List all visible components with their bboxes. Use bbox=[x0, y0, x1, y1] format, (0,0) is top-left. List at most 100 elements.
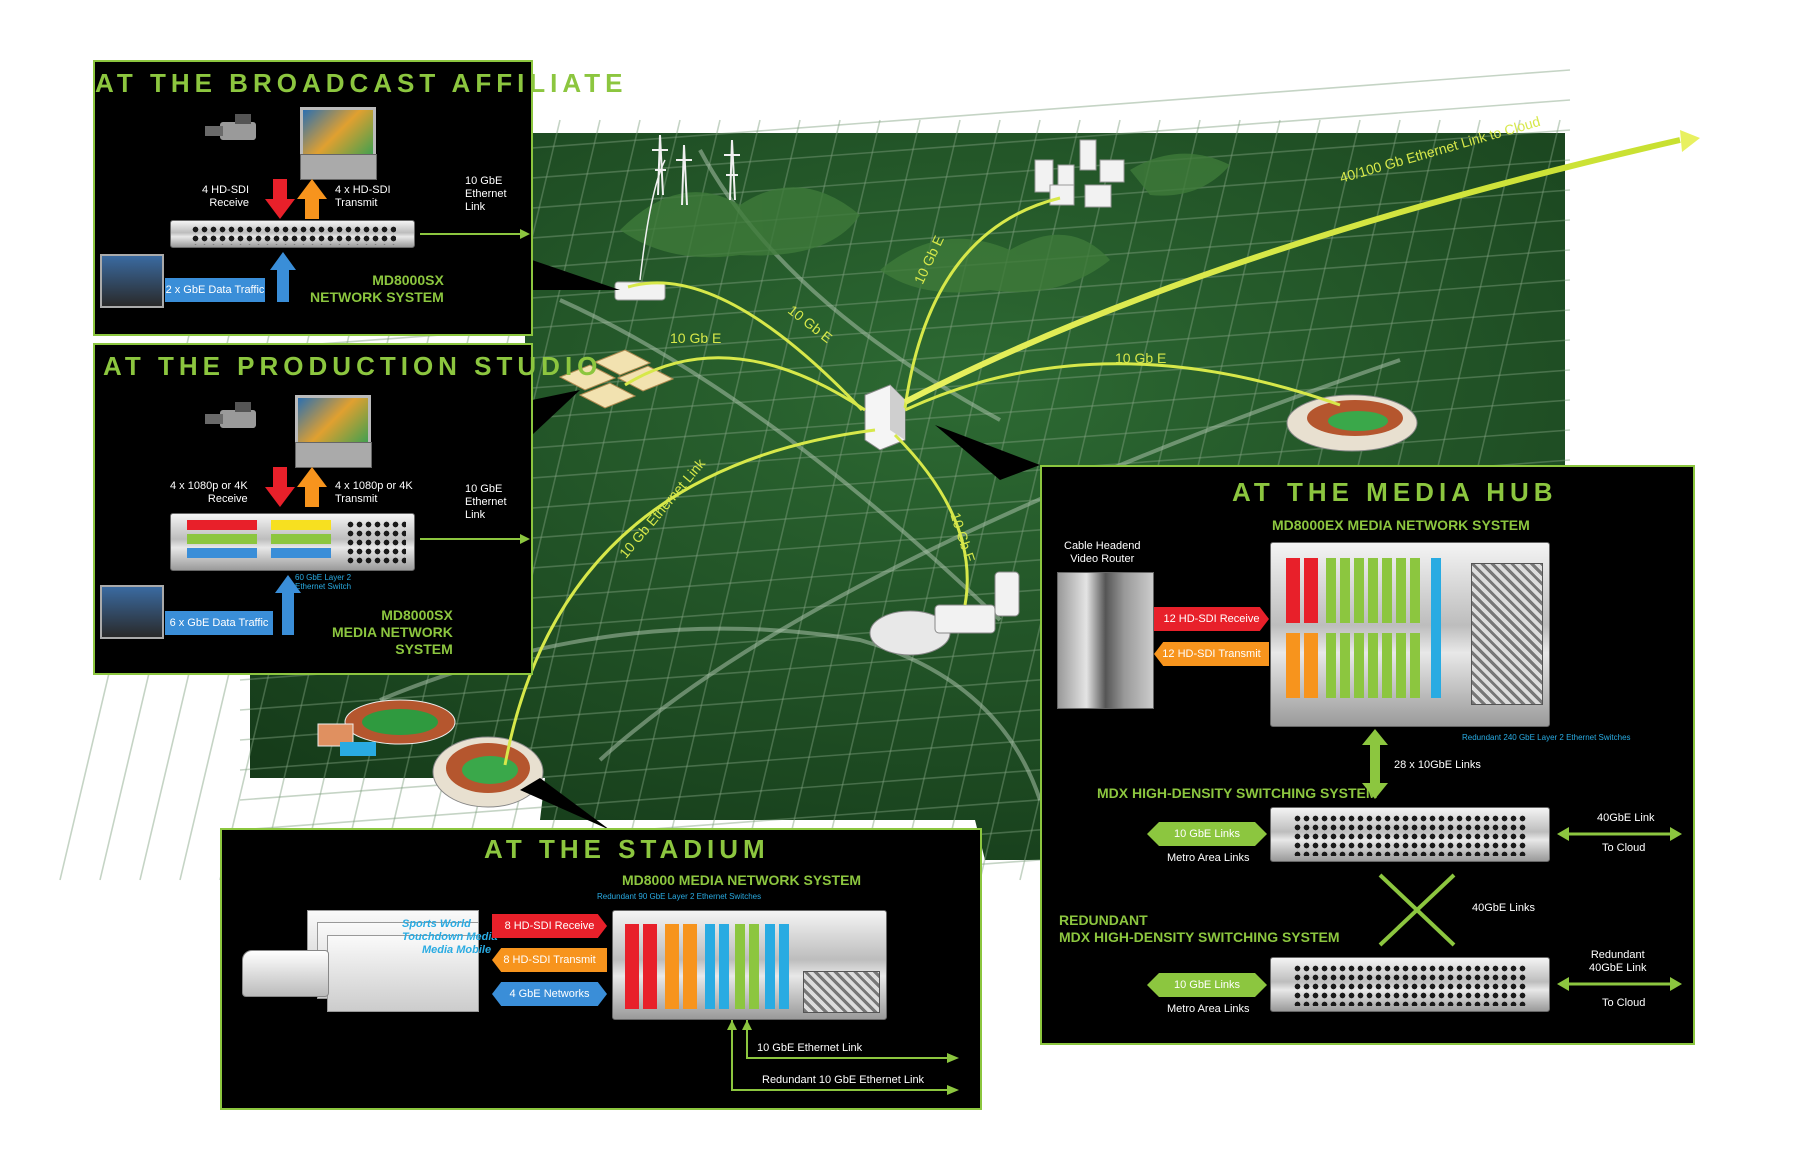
receive-arrow-icon bbox=[265, 179, 295, 219]
links40-label: 40GbE Links bbox=[1472, 902, 1535, 914]
redundant-ethernet-link-label: Redundant 10 GbE Ethernet Link bbox=[762, 1074, 925, 1086]
truck-label: Sports World bbox=[402, 918, 471, 930]
video-router bbox=[1057, 572, 1154, 709]
ethernet-arrow-icon bbox=[420, 534, 530, 544]
transmit-arrow-icon bbox=[297, 467, 327, 507]
line-cards bbox=[625, 924, 789, 1009]
truck-label: Media Mobile bbox=[422, 944, 492, 956]
fan-module bbox=[803, 971, 880, 1013]
switcher-console bbox=[295, 442, 372, 468]
fan-module bbox=[1471, 563, 1543, 705]
transmit-label: 4 x 1080p or 4K Transmit bbox=[335, 480, 413, 505]
transmit-label: 4 x HD-SDI Transmit bbox=[335, 184, 391, 209]
cloud-arrow-icon bbox=[1557, 827, 1682, 841]
system-name: MD8000SX MEDIA NETWORK SYSTEM bbox=[332, 607, 453, 657]
data-traffic-arrow: 6 x GbE Data Traffic bbox=[165, 611, 273, 635]
hub-building bbox=[864, 384, 906, 451]
broadcast-trucks bbox=[242, 910, 482, 1015]
callout-affiliate bbox=[532, 260, 620, 290]
ethernet-arrow-icon bbox=[420, 229, 530, 239]
cloud-arrow-icon bbox=[1557, 977, 1682, 991]
mdx-label: MDX HIGH-DENSITY SWITCHING SYSTEM bbox=[1097, 785, 1378, 801]
mdx-switch bbox=[1270, 807, 1550, 862]
camera-icon bbox=[205, 114, 256, 140]
system-name: MD8000EX MEDIA NETWORK SYSTEM bbox=[1272, 517, 1530, 533]
ethernet-link-label: 10 GbE Ethernet Link bbox=[465, 175, 507, 213]
up-arrow-icon bbox=[275, 575, 301, 635]
panel-production-studio: AT THE PRODUCTION STUDIO 4 x 1080p or 4K… bbox=[93, 343, 597, 675]
map-ground bbox=[250, 133, 1565, 860]
panel-title: AT THE STADIUM bbox=[484, 834, 770, 864]
arena bbox=[869, 571, 1020, 656]
switcher-console bbox=[300, 154, 377, 180]
cross-links-icon bbox=[1378, 873, 1456, 947]
camera-icon bbox=[205, 402, 256, 428]
receive-arrow-icon bbox=[265, 467, 295, 507]
receive-label: 4 x 1080p or 4K Receive bbox=[170, 480, 248, 505]
line-cards bbox=[1286, 558, 1441, 698]
cloud-link-label: 40GbE Link bbox=[1597, 812, 1655, 824]
ethernet-link-label: 10 GbE Ethernet Link bbox=[757, 1042, 863, 1054]
stadium-building bbox=[432, 736, 544, 808]
cloud-link bbox=[903, 137, 1681, 405]
callout-studio bbox=[532, 390, 580, 435]
metro-links-arrow: 10 GbE Links bbox=[1147, 822, 1267, 846]
cloud-link-arrowhead bbox=[1680, 130, 1700, 152]
truck-label: Touchdown Media bbox=[402, 931, 498, 943]
links28-label: 28 x 10GbE Links bbox=[1394, 759, 1481, 771]
track-field bbox=[317, 699, 456, 756]
workstation-icon bbox=[100, 254, 164, 308]
receive-label: 4 HD-SDI Receive bbox=[202, 184, 250, 209]
callout-stadium bbox=[520, 778, 610, 830]
cloud-link-sub: To Cloud bbox=[1602, 997, 1646, 1009]
metro-links-label: Metro Area Links bbox=[1167, 1003, 1250, 1015]
callout-hub bbox=[935, 425, 1040, 480]
switches-label: Redundant 240 GbE Layer 2 Ethernet Switc… bbox=[1462, 733, 1631, 742]
switches-label: Redundant 90 GbE Layer 2 Ethernet Switch… bbox=[597, 892, 762, 901]
metro-links-label: Metro Area Links bbox=[1167, 852, 1250, 864]
redundant-mdx-switch bbox=[1270, 957, 1550, 1012]
receive-arrow: 12 HD-SDI Receive bbox=[1154, 607, 1269, 631]
ethernet-link-lines bbox=[727, 1020, 959, 1095]
panel-media-hub: AT THE MEDIA HUB MD8000EX MEDIA NETWORK … bbox=[1040, 465, 1695, 1045]
panel-stadium: AT THE STADIUM MD8000 MEDIA NETWORK SYST… bbox=[220, 828, 982, 1110]
transmit-arrow: 12 HD-SDI Transmit bbox=[1154, 642, 1269, 666]
md8000ex-chassis bbox=[1270, 542, 1550, 727]
workstation-icon bbox=[100, 585, 164, 639]
right-stadium bbox=[1286, 394, 1418, 452]
network-links bbox=[503, 159, 1341, 766]
panel-title: AT THE BROADCAST AFFILIATE bbox=[95, 68, 628, 98]
panel-title: AT THE MEDIA HUB bbox=[1232, 477, 1558, 507]
hills bbox=[620, 153, 1230, 293]
networks-arrow: 4 GbE Networks bbox=[492, 982, 607, 1006]
cloud-link-label: Redundant 40GbE Link bbox=[1589, 949, 1647, 974]
system-name: MD8000 MEDIA NETWORK SYSTEM bbox=[622, 872, 862, 888]
panel-title: AT THE PRODUCTION STUDIO bbox=[103, 351, 603, 381]
production-monitor bbox=[300, 107, 376, 158]
transmit-arrow: 8 HD-SDI Transmit bbox=[492, 948, 607, 972]
redundant-mdx-label: REDUNDANT MDX HIGH-DENSITY SWITCHING SYS… bbox=[1059, 912, 1340, 945]
md8000sx-media-unit bbox=[170, 513, 415, 571]
router-label: Cable Headend Video Router bbox=[1064, 540, 1141, 565]
studio-buildings bbox=[558, 349, 675, 409]
md8000-chassis bbox=[612, 910, 887, 1020]
system-name: MD8000SX NETWORK SYSTEM bbox=[310, 272, 444, 305]
bidirectional-arrow-icon bbox=[1362, 729, 1388, 799]
md8000sx-unit bbox=[170, 220, 415, 248]
panel-broadcast-affiliate: AT THE BROADCAST AFFILIATE 4 HD-SDI Rece… bbox=[93, 60, 622, 336]
metro-links-arrow: 10 GbE Links bbox=[1147, 973, 1267, 997]
data-traffic-arrow: 2 x GbE Data Traffic bbox=[165, 278, 265, 302]
transmit-arrow-icon bbox=[297, 179, 327, 219]
production-monitor bbox=[295, 395, 371, 446]
antenna-towers bbox=[652, 134, 740, 206]
office-buildings bbox=[1034, 139, 1125, 208]
affiliate-building bbox=[614, 281, 666, 301]
map-link-label-10gbe: 10 Gb E bbox=[670, 330, 722, 346]
map-link-label-10gbe: 10 Gb E bbox=[1115, 350, 1167, 366]
cloud-link-sub: To Cloud bbox=[1602, 842, 1646, 854]
up-arrow-icon bbox=[270, 252, 296, 302]
receive-arrow: 8 HD-SDI Receive bbox=[492, 914, 607, 938]
ethernet-link-label: 10 GbE Ethernet Link bbox=[465, 483, 507, 521]
switch-label: 60 GbE Layer 2 Ethernet Switch bbox=[295, 573, 352, 591]
